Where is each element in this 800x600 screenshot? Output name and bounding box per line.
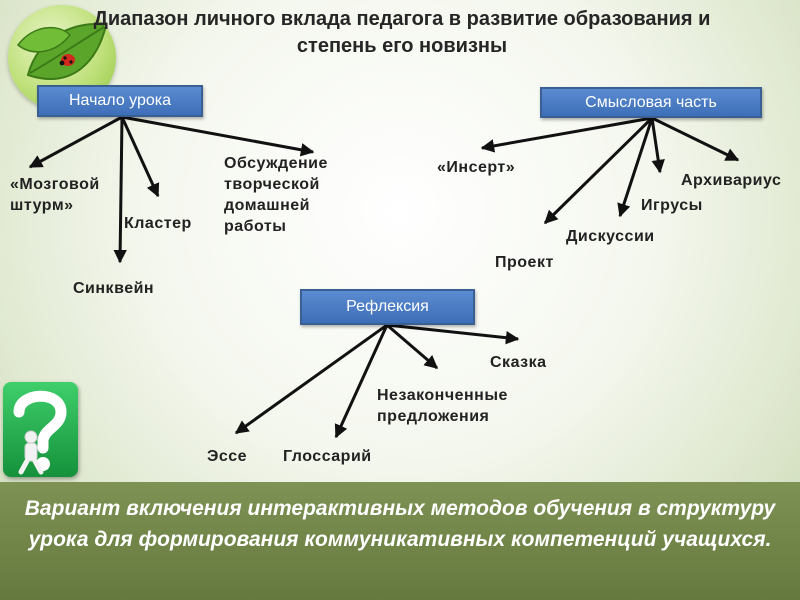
label-discussions: Дискуссии xyxy=(566,226,654,247)
label-brainstorm: «Мозговой штурм» xyxy=(10,174,107,216)
label-project: Проект xyxy=(495,252,543,273)
label-glossary: Глоссарий xyxy=(283,446,373,467)
reflection-box-label: Рефлексия xyxy=(346,298,429,315)
reflection-box: Рефлексия xyxy=(300,289,475,325)
start-box-label: Начало урока xyxy=(69,92,171,109)
question-mark-icon xyxy=(3,382,78,477)
label-sinkwine: Синквейн xyxy=(73,278,170,299)
label-discussion: Обсуждение творческой домашней работы xyxy=(224,153,369,237)
label-essay: Эссе xyxy=(207,446,252,467)
meaning-box: Смысловая часть xyxy=(540,87,762,118)
label-cluster: Кластер xyxy=(124,213,204,234)
label-games: Игрусы xyxy=(641,195,709,216)
footer-caption: Вариант включения интерактивных методов … xyxy=(10,493,790,555)
meaning-box-label: Смысловая часть xyxy=(585,94,717,111)
label-insert: «Инсерт» xyxy=(437,157,532,178)
label-archivarius: Архивариус xyxy=(681,170,800,191)
label-fairy-tale: Сказка xyxy=(490,352,558,373)
label-unfinished: Незаконченные предложения xyxy=(377,385,522,427)
start-box: Начало урока xyxy=(37,85,203,117)
